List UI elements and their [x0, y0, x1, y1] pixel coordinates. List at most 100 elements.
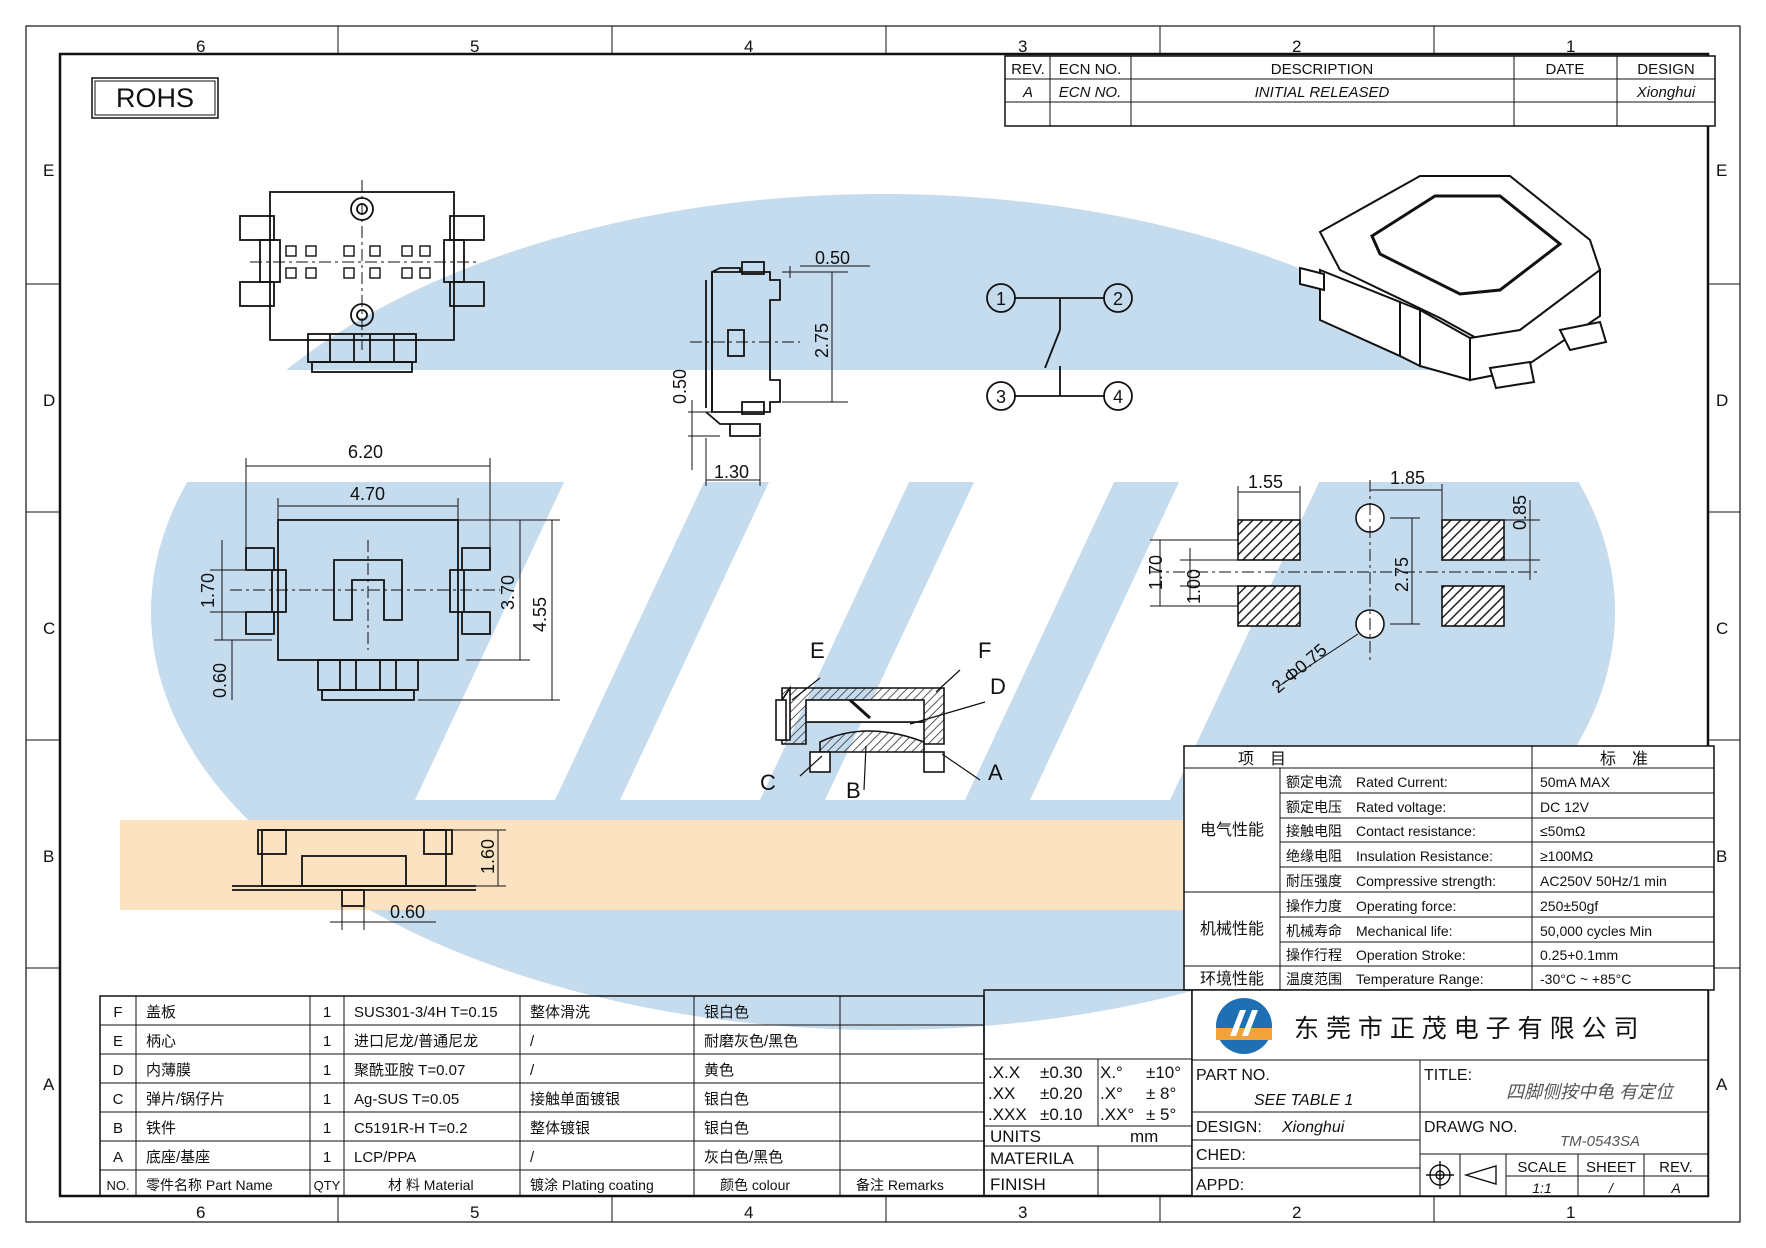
bom-colour: 银白色 — [704, 1120, 749, 1137]
spec-group-mechanical: 机械性能 — [1200, 920, 1264, 938]
tol-key: X.° — [1100, 1063, 1123, 1082]
spec-value: DC 12V — [1540, 799, 1590, 815]
bom-plating: / — [530, 1033, 535, 1050]
spec-value: 50,000 cycles Min — [1540, 923, 1652, 939]
spec-cn: 温度范围 — [1286, 971, 1342, 987]
zone-left-B: B — [43, 847, 54, 866]
zone-right-B: B — [1716, 847, 1727, 866]
zone-top-6: 6 — [196, 37, 205, 56]
dim-pad-100: 1.00 — [1184, 569, 1204, 604]
bom-colour: 耐磨灰色/黑色 — [704, 1033, 798, 1050]
tol-key: .X° — [1100, 1084, 1123, 1103]
projection-symbol-icon — [1426, 1161, 1497, 1189]
rohs-badge: ROHS — [91, 77, 219, 119]
finish-label: FINISH — [990, 1175, 1046, 1194]
title-block: 东 莞 市 正 茂 电 子 有 限 公 司 PART NO. SEE TABLE… — [1191, 989, 1709, 1197]
rev-header-design: DESIGN — [1637, 61, 1695, 78]
tol-key: .XXX — [988, 1105, 1027, 1124]
bom-plating: / — [530, 1062, 535, 1079]
dim-front-060: 0.60 — [390, 902, 425, 922]
bom-part: 弹片/锅仔片 — [146, 1091, 225, 1108]
bom-part: 铁件 — [146, 1120, 176, 1137]
scale-value: 1:1 — [1532, 1180, 1551, 1196]
bom-no: A — [113, 1149, 123, 1166]
zone-bottom-1: 1 — [1566, 1203, 1575, 1222]
bom-no: B — [113, 1120, 123, 1137]
bom-no: E — [113, 1033, 123, 1050]
bom-header-plating: 镀涂 Plating coating — [530, 1177, 654, 1193]
scale-label: SCALE — [1517, 1159, 1566, 1176]
rev-value: A — [1670, 1180, 1680, 1196]
bom-no: C — [113, 1091, 124, 1108]
zone-labels: 6 5 4 3 2 1 6 5 4 3 2 1 E D C B A E D C … — [43, 37, 1728, 1222]
dim-side-275: 2.75 — [812, 323, 832, 358]
zone-top-4: 4 — [744, 37, 753, 56]
front-view — [232, 829, 506, 930]
rev-value-rev: A — [1022, 84, 1033, 101]
bom-plating: 整体镀银 — [530, 1120, 590, 1137]
zone-bottom-4: 4 — [744, 1203, 753, 1222]
zone-top-2: 2 — [1292, 37, 1301, 56]
zone-right-E: E — [1716, 161, 1727, 180]
rev-label: REV. — [1659, 1159, 1693, 1176]
spec-table: 项 目 标 准 电气性能 机械性能 环境性能 额定电流 Rated Curren… — [1183, 745, 1715, 991]
dim-pad-185: 1.85 — [1390, 468, 1425, 488]
rev-value-description: INITIAL RELEASED — [1255, 84, 1390, 101]
units-label: UNITS — [990, 1127, 1041, 1146]
appd-label: APPD: — [1196, 1177, 1244, 1194]
tol-key: .XX — [988, 1084, 1015, 1103]
spec-cn: 耐压强度 — [1286, 873, 1342, 889]
bom-no: F — [113, 1004, 122, 1021]
spec-cn: 操作力度 — [1286, 898, 1342, 914]
spec-value: 250±50gf — [1540, 898, 1598, 914]
bom-header-qty: QTY — [314, 1178, 341, 1193]
section-view — [775, 669, 986, 791]
tol-key: .X.X — [988, 1063, 1020, 1082]
rev-header-rev: REV. — [1011, 61, 1045, 78]
bom-plating: 整体滑洗 — [530, 1004, 590, 1021]
spec-en: Operating force: — [1356, 898, 1456, 914]
spec-header-item: 项 目 — [1238, 751, 1286, 768]
sheet-value: / — [1608, 1180, 1615, 1196]
dim-pad-085: 0.85 — [1510, 495, 1530, 530]
rev-value-ecn: ECN NO. — [1059, 84, 1122, 101]
zone-bottom-6: 6 — [196, 1203, 205, 1222]
bom-colour: 灰白色/黑色 — [704, 1149, 783, 1166]
plan-view — [210, 458, 560, 701]
spec-en: Compressive strength: — [1356, 873, 1496, 889]
label-A: A — [988, 760, 1003, 785]
bom-part: 柄心 — [146, 1033, 176, 1050]
bom-header-remarks: 备注 Remarks — [856, 1177, 944, 1193]
zone-bottom-3: 3 — [1018, 1203, 1027, 1222]
spec-cn: 接触电阻 — [1286, 823, 1342, 839]
bom-material: 聚酰亚胺 T=0.07 — [354, 1062, 465, 1079]
side-view — [688, 261, 870, 486]
bom-material: LCP/PPA — [354, 1149, 416, 1166]
spec-value: 50mA MAX — [1540, 774, 1611, 790]
zone-left-D: D — [43, 391, 55, 410]
company-name: 东 莞 市 正 茂 电 子 有 限 公 司 — [1294, 1015, 1638, 1043]
plan-view-dims: 6.20 4.70 1.70 0.60 3.70 4.55 — [198, 442, 550, 698]
bom-plating: 接触单面镀银 — [530, 1091, 620, 1108]
bom-qty: 1 — [323, 1062, 331, 1079]
bom-qty: 1 — [323, 1091, 331, 1108]
label-C: C — [760, 770, 776, 795]
tol-val: ±10° — [1146, 1063, 1181, 1082]
pad-layout-dims: 1.55 1.85 0.85 1.70 1.00 2.75 2-Φ0.75 — [1146, 468, 1530, 697]
pin-3: 3 — [996, 387, 1006, 407]
bom-qty: 1 — [323, 1004, 331, 1021]
bom-material: Ag-SUS T=0.05 — [354, 1091, 459, 1108]
spec-value: 0.25+0.1mm — [1540, 947, 1618, 963]
pin-1: 1 — [996, 289, 1006, 309]
pin-4: 4 — [1113, 387, 1123, 407]
drawg-value: TM-0543SA — [1560, 1133, 1640, 1150]
rev-header-ecn: ECN NO. — [1059, 61, 1122, 78]
zone-top-5: 5 — [470, 37, 479, 56]
spec-cn: 操作行程 — [1286, 947, 1342, 963]
rev-header-description: DESCRIPTION — [1271, 61, 1374, 78]
bom-material: SUS301-3/4H T=0.15 — [354, 1004, 498, 1021]
company-logo-icon — [1216, 998, 1272, 1054]
spec-value: -30°C ~ +85°C — [1540, 971, 1631, 987]
bom-header-material: 材 料 Material — [388, 1177, 474, 1193]
